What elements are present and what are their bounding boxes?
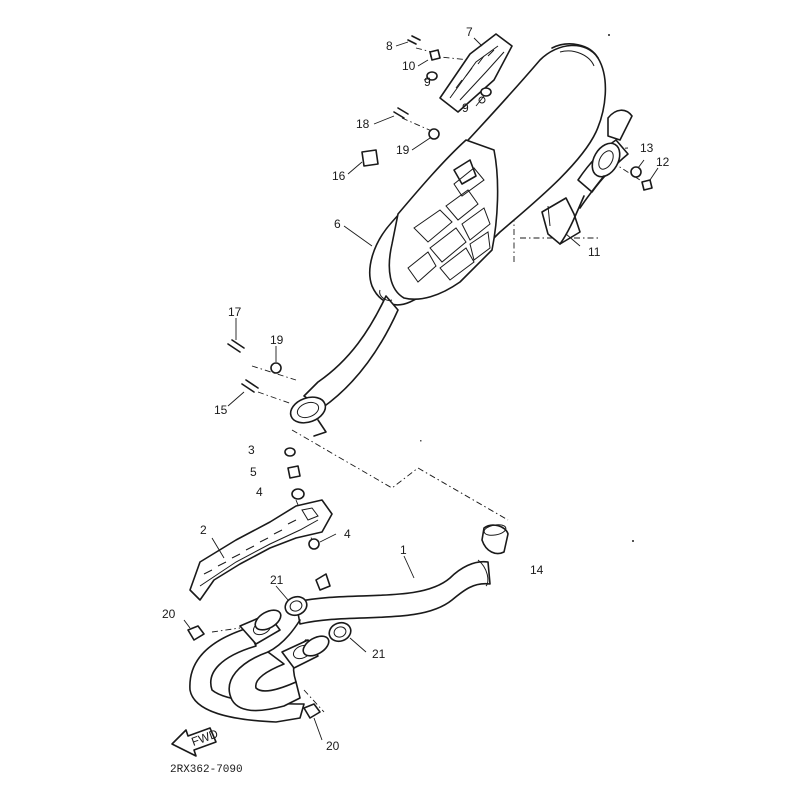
callout-4-lower: 4 [344, 527, 351, 541]
callout-12: 12 [656, 155, 670, 169]
scan-marks [420, 34, 634, 542]
heat-shield-large [189, 499, 333, 601]
callout-9-lower: 9 [462, 101, 469, 115]
callout-20-left: 20 [162, 607, 176, 621]
tail-bracket [541, 109, 633, 245]
callout-2: 2 [200, 523, 207, 537]
callout-19-upper: 19 [396, 143, 410, 157]
callout-15: 15 [214, 403, 228, 417]
callout-17: 17 [228, 305, 242, 319]
leader-lines [183, 37, 659, 741]
callout-6: 6 [334, 217, 341, 231]
drawing-code: 2RX362-7090 [170, 764, 243, 776]
callout-11: 11 [588, 245, 601, 259]
heat-shield-small [439, 33, 513, 113]
callout-21-upper: 21 [270, 573, 284, 587]
callout-labels: 1 2 3 4 4 5 6 7 8 9 9 10 11 12 13 14 15 … [162, 25, 670, 753]
callout-9-upper: 9 [424, 75, 431, 89]
callout-5: 5 [250, 465, 257, 479]
callout-18: 18 [356, 117, 370, 131]
callout-14: 14 [530, 563, 544, 577]
muffler [289, 43, 607, 437]
callout-3: 3 [248, 443, 255, 457]
exhaust-pipe [189, 559, 491, 723]
callout-19-lower: 19 [270, 333, 284, 347]
callout-7: 7 [466, 25, 473, 39]
callout-1: 1 [400, 543, 407, 557]
callout-20-bottom: 20 [326, 739, 340, 753]
callout-10: 10 [402, 59, 416, 73]
callout-8: 8 [386, 39, 393, 53]
small-parts [187, 35, 653, 719]
callout-21-lower: 21 [372, 647, 386, 661]
callout-16: 16 [332, 169, 346, 183]
callout-4-upper: 4 [256, 485, 263, 499]
fwd-arrow-icon: FWD [171, 726, 220, 757]
callout-13: 13 [640, 141, 654, 155]
